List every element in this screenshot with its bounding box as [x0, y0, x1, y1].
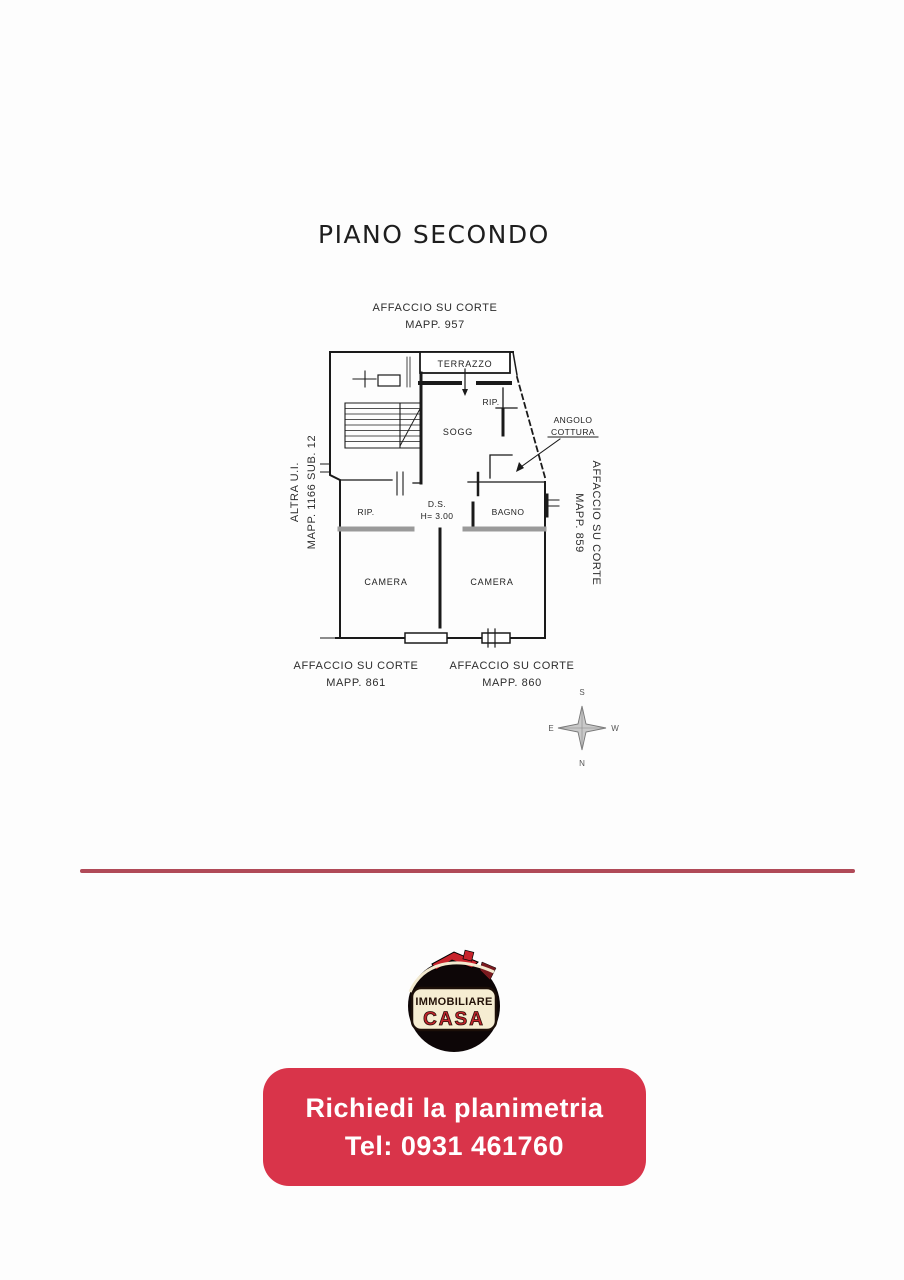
room-camera-right: CAMERA — [470, 577, 513, 587]
label-affaccio-top-line2: MAPP. 957 — [405, 319, 465, 331]
compass-west-label: W — [611, 724, 619, 733]
room-bagno: BAGNO — [492, 507, 525, 517]
room-angolo-line1: ANGOLO — [554, 415, 593, 425]
divider-line — [80, 869, 855, 873]
label-affaccio-bottom-right-line2: MAPP. 860 — [482, 677, 542, 689]
page-title: PIANO SECONDO — [318, 220, 550, 249]
label-altra-ui-line1: ALTRA U.I. — [289, 461, 301, 523]
label-affaccio-bottom-right: AFFACCIO SU CORTE MAPP. 860 — [432, 658, 592, 692]
room-terrazzo: TERRAZZO — [438, 359, 493, 369]
cottura-arrow-icon — [516, 462, 524, 472]
terrace-arrow-icon — [462, 389, 468, 396]
compass-north-label: N — [579, 759, 585, 768]
label-affaccio-top-line1: AFFACCIO SU CORTE — [372, 302, 498, 314]
logo-immobiliare-text: IMMOBILIARE — [415, 996, 492, 1008]
cta-line1: Richiedi la planimetria — [305, 1093, 604, 1123]
room-angolo-line2: COTTURA — [551, 427, 595, 437]
label-affaccio-top: AFFACCIO SU CORTE MAPP. 957 — [325, 300, 545, 334]
room-ds-height: H= 3.00 — [421, 511, 454, 521]
label-affaccio-bottom-left-line2: MAPP. 861 — [326, 677, 386, 689]
logo-casa-text: CASA — [423, 1009, 485, 1030]
label-affaccio-bottom-left-line1: AFFACCIO SU CORTE — [293, 660, 419, 672]
room-ds: D.S. — [428, 499, 446, 509]
room-rip-left: RIP. — [357, 507, 374, 517]
room-camera-left: CAMERA — [364, 577, 407, 587]
cta-phone: Tel: 0931 461760 — [344, 1131, 565, 1161]
agency-logo: IMMOBILIARE CASA — [408, 949, 500, 1052]
compass-east-label: E — [548, 724, 553, 733]
label-affaccio-bottom-right-line1: AFFACCIO SU CORTE — [449, 660, 575, 672]
label-affaccio-bottom-left: AFFACCIO SU CORTE MAPP. 861 — [276, 658, 436, 692]
room-rip-top: RIP. — [482, 397, 499, 407]
label-altra-ui-line2: MAPP. 1166 SUB. 12 — [306, 434, 318, 550]
room-soggiorno: SOGG — [443, 427, 473, 437]
compass-south-label: S — [579, 688, 584, 697]
request-floorplan-button[interactable]: Richiedi la planimetria Tel: 0931 461760 — [263, 1068, 646, 1186]
compass-rose-icon: S E W N — [548, 688, 619, 768]
floor-plan-drawing: TERRAZZO RIP. SOGG ANGOLO COTTURA D.S. H… — [320, 351, 599, 648]
